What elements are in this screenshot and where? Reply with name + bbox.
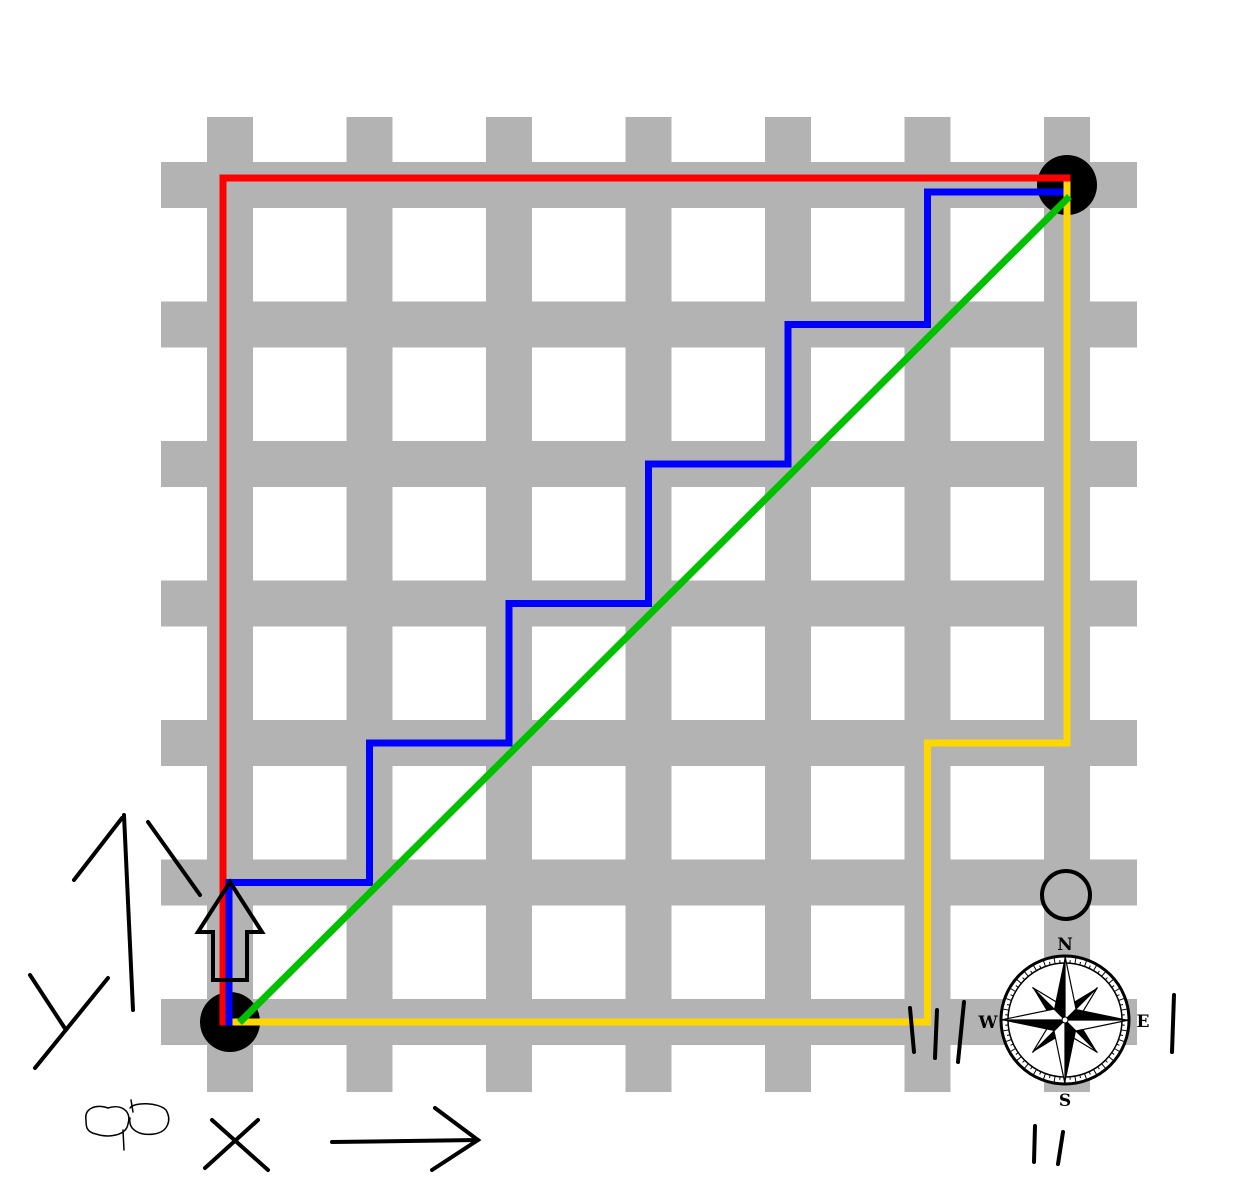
compass-tick <box>1048 961 1051 966</box>
compass-tick <box>1093 1069 1097 1075</box>
compass-tick <box>1108 1056 1114 1061</box>
street-horizontal <box>161 301 1137 348</box>
compass-tick <box>1088 1071 1091 1075</box>
scribble-doodle <box>85 1099 170 1151</box>
compass-tick <box>1121 1029 1128 1032</box>
compass-east-label: E <box>1137 1012 1150 1032</box>
yellow-corner-tally-marks <box>908 1000 966 1064</box>
compass-tick <box>1015 985 1019 988</box>
y-axis-annotation: y <box>28 813 202 1070</box>
compass-letters: N S E W <box>977 935 1149 1111</box>
compass-tick <box>1118 1039 1125 1043</box>
compass-tick <box>1002 1008 1009 1011</box>
compass-tick <box>1093 965 1097 971</box>
compass-tick <box>1042 1073 1046 1080</box>
compass-tick <box>1024 1063 1029 1069</box>
compass-tick <box>1022 977 1026 981</box>
path-red <box>219 174 1071 1026</box>
x-axis-label: x <box>240 1149 241 1151</box>
compass-tick <box>1010 994 1014 997</box>
compass-center <box>1061 1016 1069 1024</box>
compass-tick <box>1010 1043 1014 1046</box>
compass-tick <box>1016 979 1022 984</box>
right-arrow-icon <box>330 1106 482 1172</box>
compass-tick <box>1079 1074 1082 1079</box>
compass-tick <box>1101 1063 1106 1069</box>
y-axis-arrow-icon <box>72 813 202 1012</box>
compass-tick <box>1114 1048 1120 1052</box>
south-tally-1 <box>1032 1124 1037 1164</box>
compass-tick <box>1053 1076 1056 1083</box>
compass-tick <box>1116 1043 1120 1046</box>
x-axis-annotation: x <box>203 1106 482 1172</box>
compass-point-dark <box>1065 1020 1076 1084</box>
compass-tick <box>1002 1029 1009 1032</box>
compass-tick <box>1104 1059 1108 1063</box>
compass-tick <box>1088 965 1091 969</box>
path-yellow <box>232 181 1071 1026</box>
compass-point-dark <box>1001 1020 1065 1031</box>
compass-tick <box>1042 960 1046 967</box>
compass-tick <box>1101 971 1106 977</box>
compass-tick <box>1119 1034 1124 1037</box>
compass-tick <box>1006 1003 1011 1006</box>
compass-point-dark <box>1065 1009 1129 1020</box>
compass-north-label: N <box>1057 935 1073 955</box>
compass-tick <box>1084 960 1088 967</box>
compass-tick <box>1005 997 1012 1001</box>
compass-tick <box>1053 957 1056 964</box>
compass-tick <box>1048 1074 1051 1079</box>
compass-tick <box>1010 988 1016 992</box>
compass-tick <box>1033 965 1037 971</box>
route-paths <box>219 174 1072 1026</box>
compass-tick <box>1074 1076 1077 1083</box>
up-arrow-icon <box>194 878 266 982</box>
compass-west-label: W <box>977 1013 998 1033</box>
compass-tick <box>1016 1056 1022 1061</box>
path-blue <box>225 188 1071 1026</box>
compass-tick <box>1006 1034 1011 1037</box>
compass-tick <box>1111 1052 1115 1055</box>
compass-tick <box>1108 979 1114 984</box>
compass-point-dark <box>1054 956 1065 1020</box>
compass-tick <box>1005 1039 1012 1043</box>
east-tally <box>1170 993 1176 1054</box>
compass-rose-icon <box>999 954 1131 1086</box>
compass-tick <box>1022 1059 1026 1063</box>
y-axis-label: y <box>70 999 71 1001</box>
compass-tick <box>1097 1066 1100 1070</box>
compass-tick <box>1024 971 1029 977</box>
compass-star-arm <box>1000 955 1130 1085</box>
compass-tally-marks <box>1032 993 1176 1166</box>
compass-tick <box>1119 1003 1124 1006</box>
compass-tick <box>1074 957 1077 964</box>
compass-tick <box>1114 988 1120 992</box>
compass-tick <box>1039 1071 1042 1075</box>
compass-tick <box>1033 1069 1037 1075</box>
compass-tick <box>1010 1048 1016 1052</box>
street-horizontal <box>161 162 1137 208</box>
compass-tick <box>1039 965 1042 969</box>
compass-tick <box>1079 961 1082 966</box>
compass-tick <box>1116 994 1120 997</box>
compass-tick <box>1097 970 1100 974</box>
compass-tick <box>1104 977 1108 981</box>
compass-tick <box>1118 997 1125 1001</box>
compass-tick <box>1030 1066 1033 1070</box>
compass-south-label: S <box>1059 1091 1071 1111</box>
path-green <box>237 194 1072 1025</box>
compass-tick <box>1084 1073 1088 1080</box>
compass-tick <box>1111 985 1115 988</box>
x-letter-strokes <box>203 1118 270 1172</box>
compass-tick <box>1030 970 1033 974</box>
compass-point-light <box>1000 1008 1067 1021</box>
south-tally-2 <box>1056 1130 1065 1166</box>
compass-tick <box>1121 1008 1128 1011</box>
y-letter-strokes <box>28 973 110 1070</box>
compass-tick <box>1015 1052 1019 1055</box>
circle-outline-icon <box>1040 869 1092 921</box>
